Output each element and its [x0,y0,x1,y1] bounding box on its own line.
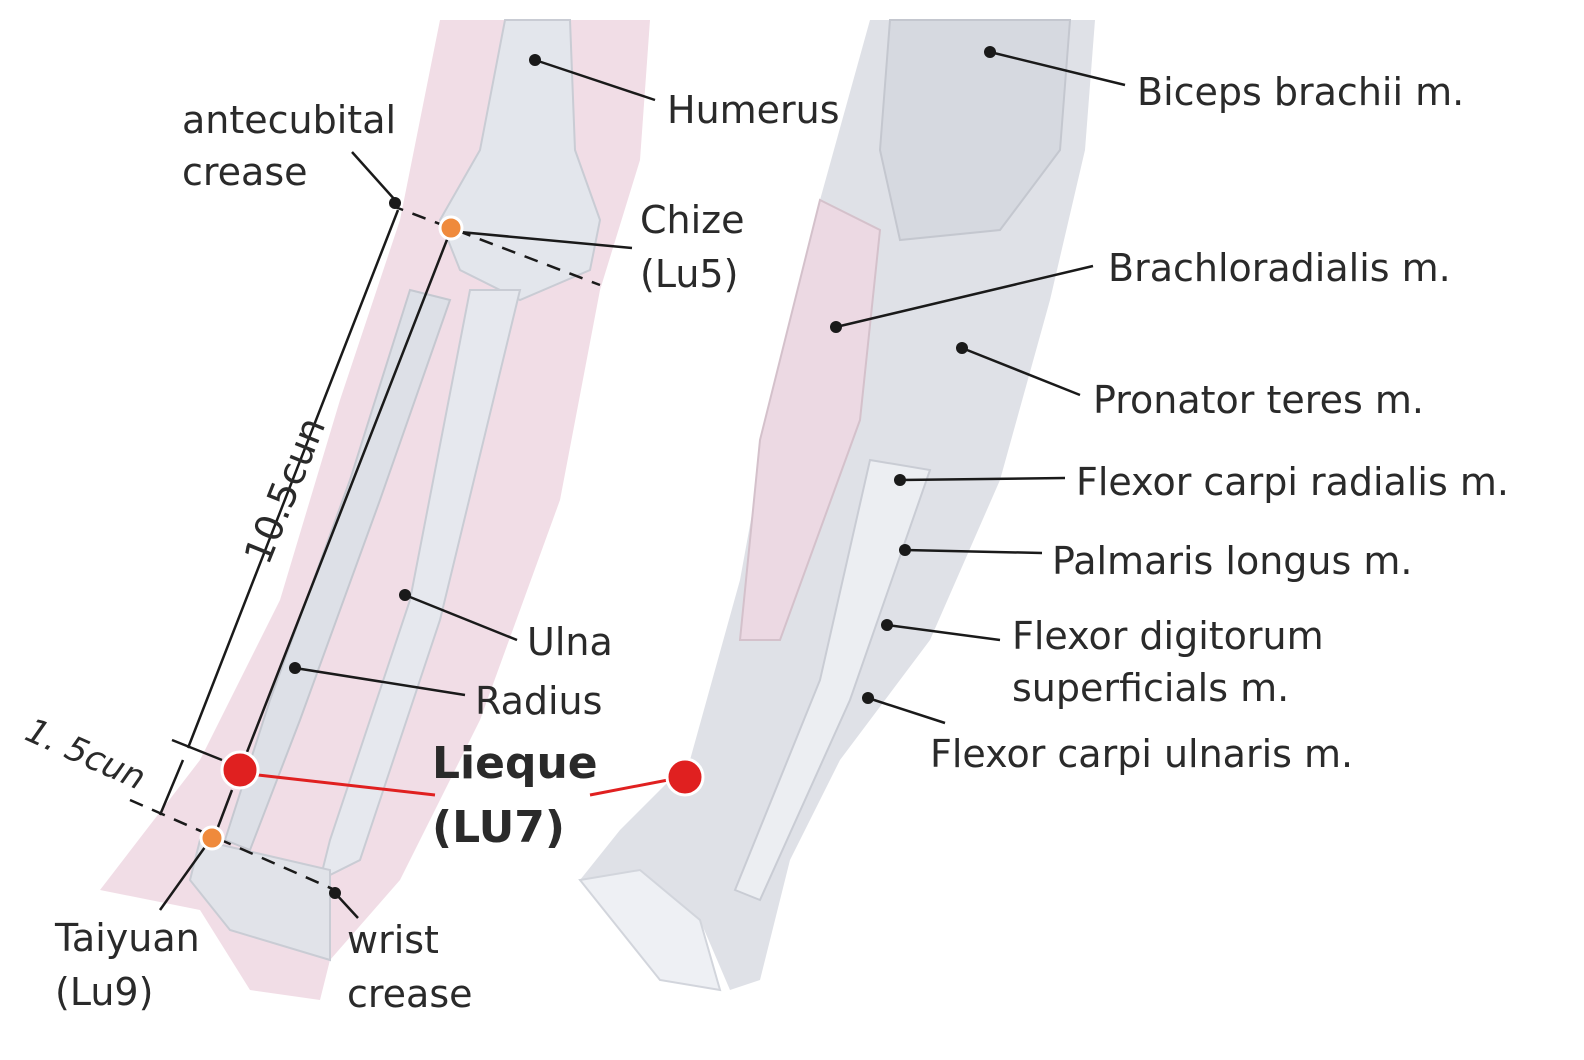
right-arm-muscles [580,20,1095,990]
radius-label: Radius [475,679,603,723]
lieque-point-right [665,757,705,797]
chize-point [438,215,464,241]
lieque-label-line1: Lieque [432,738,598,789]
flexor-carpi-radialis-label: Flexor carpi radialis m. [1076,460,1509,504]
wrist-crease-label-line1: wrist [347,918,439,962]
ulna-label: Ulna [527,620,613,664]
taiyuan-label-line1: Taiyuan [55,916,200,960]
lieque-leader-right [589,778,669,797]
humerus-bone [438,19,602,302]
measure-10-5cun-line [186,209,400,749]
wrist-crease-line [129,798,336,892]
brachioradialis-muscle [738,198,882,641]
taiyuan-point [199,825,225,851]
chize-lieque-line [238,231,452,771]
leader-lines [158,50,1126,919]
biceps-label: Biceps brachii m. [1137,70,1465,114]
antecubital-crease-line [389,203,601,287]
antecubital-label-line2: crease [182,150,308,194]
lieque-leader-left [257,773,436,797]
taiyuan-label-line2: (Lu9) [55,970,154,1014]
fds-label-line2: superficials m. [1012,666,1290,710]
right-wrist [578,868,722,992]
lieque-point-left [220,750,260,790]
palmaris-longus-label: Palmaris longus m. [1052,539,1413,583]
brachioradialis-label: Brachloradialis m. [1108,246,1451,290]
lieque-label-line2: (LU7) [432,802,566,853]
leader-dots [289,46,996,899]
left-carpals [188,838,331,962]
tendons [733,458,932,902]
humerus-label: Humerus [667,88,840,132]
ulna-bone [318,289,522,882]
flexor-carpi-ulnaris-label: Flexor carpi ulnaris m. [930,732,1354,776]
measure-1-5cun-line [158,759,185,816]
chize-label-line1: Chize [640,198,745,242]
fds-label-line1: Flexor digitorum [1012,614,1324,658]
wrist-crease-label-line2: crease [347,972,473,1016]
chize-label-line2: (Lu5) [640,252,739,296]
biceps-muscle [878,19,1072,242]
pronator-teres-label: Pronator teres m. [1093,378,1424,422]
antecubital-label-line1: antecubital [182,98,397,142]
measure-tick [171,738,223,762]
